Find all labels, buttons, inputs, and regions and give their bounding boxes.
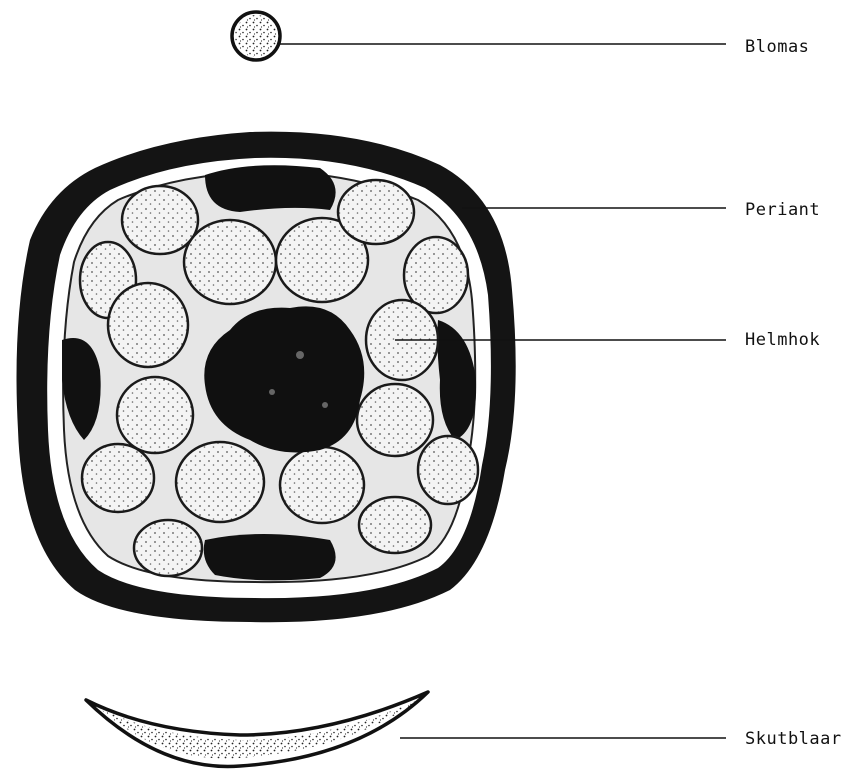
flower-axis — [232, 12, 280, 60]
bract — [86, 692, 428, 766]
label-helmhok: Helmhok — [745, 330, 820, 350]
label-skutblaar: Skutblaar — [745, 729, 842, 749]
label-blomas: Blomas — [745, 37, 809, 57]
label-periant: Periant — [745, 200, 820, 220]
bud-cross-section — [17, 132, 516, 623]
